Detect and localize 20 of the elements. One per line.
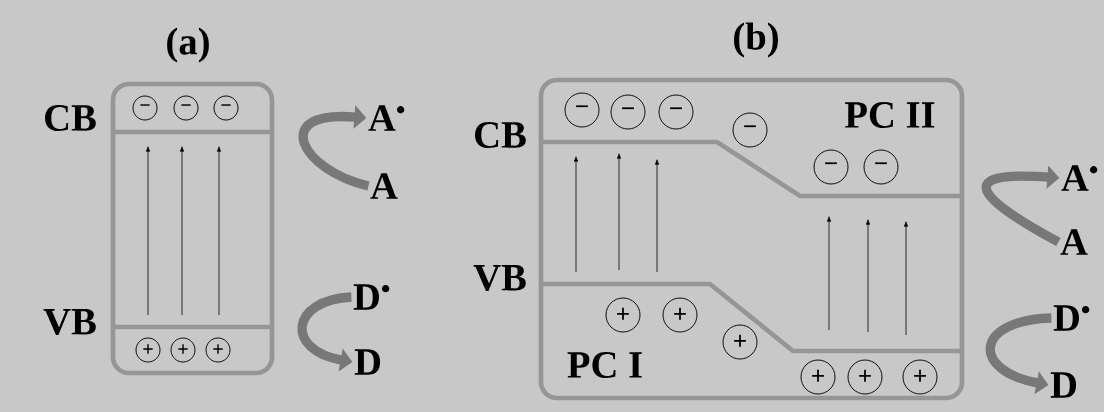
band-label: PC I bbox=[567, 352, 642, 378]
band-label: VB bbox=[43, 309, 96, 335]
species-label: D$^{•}$ bbox=[1053, 305, 1090, 331]
curved-arrow bbox=[981, 165, 1061, 247]
species-label: D bbox=[354, 349, 381, 375]
band-label: (a) bbox=[167, 27, 209, 63]
band-label: CB bbox=[45, 105, 96, 131]
species-label: D bbox=[1050, 372, 1077, 398]
band-diagram-box bbox=[538, 77, 965, 401]
species-label: D$^{•}$ bbox=[353, 284, 390, 310]
band-label: VB bbox=[473, 265, 526, 291]
curved-arrow bbox=[298, 105, 370, 191]
band-label: (b) bbox=[734, 22, 778, 58]
band-label: PC II bbox=[845, 102, 935, 128]
species-label: A bbox=[370, 173, 398, 199]
band-label: CB bbox=[475, 122, 526, 148]
species-label: A$^{•}$ bbox=[368, 105, 405, 131]
species-label: A$^{•}$ bbox=[1061, 165, 1098, 191]
species-label: A bbox=[1060, 229, 1088, 255]
band-diagram-box bbox=[110, 81, 275, 376]
